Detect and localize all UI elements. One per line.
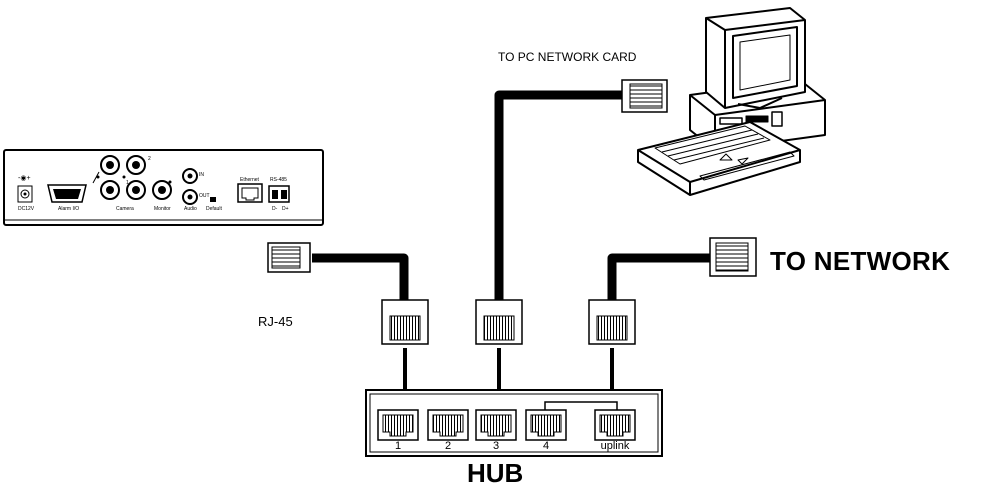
dc-jack-icon: -◉+: [17, 175, 33, 203]
to-network-label: TO NETWORK: [770, 246, 951, 276]
audio-out-label: OUT: [199, 193, 210, 199]
hub-box: [365, 389, 663, 457]
monitor-label: Monitor: [154, 206, 171, 212]
rj45-plug-pc-end: [621, 79, 668, 113]
camera-label: Camera: [116, 206, 134, 212]
rs485-d-plus-label: D+: [282, 206, 289, 212]
device-rear-panel: -◉+: [3, 149, 324, 226]
rj45-plug-hub-3: [475, 299, 523, 392]
network-cables: [312, 90, 710, 300]
ethernet-label: Ethernet: [240, 177, 259, 183]
camera-bnc-connectors-icon: [92, 155, 146, 200]
alarm-io-connector-icon: [47, 184, 87, 203]
hub-port-label-3: 3: [492, 440, 500, 452]
rs485-label: RS-485: [270, 177, 287, 183]
camera-number-2: 2: [148, 156, 151, 162]
cable-pc: [494, 90, 625, 300]
hub-port-label-uplink: uplink: [600, 440, 630, 452]
rj45-plug-hub-uplink: [588, 299, 636, 392]
hub-port-2: [427, 409, 469, 441]
rs485-terminal-icon: [268, 185, 290, 203]
cable-device: [312, 253, 409, 300]
rj45-plug-network-end: [709, 237, 757, 277]
hub-port-3: [475, 409, 517, 441]
hub-port-1: [377, 409, 419, 441]
rj45-label: RJ-45: [258, 314, 293, 329]
audio-label: Audio: [184, 206, 197, 212]
hub-port-label-4: 4: [542, 440, 550, 452]
hub-port-4: [525, 409, 567, 441]
audio-rca-connectors-icon: [182, 168, 198, 205]
cable-network: [607, 253, 710, 300]
dc-label: DC12V: [18, 206, 35, 212]
default-button-icon: [210, 197, 216, 202]
rs485-d-minus-label: D-: [272, 206, 278, 212]
hub-port-uplink: [594, 409, 636, 441]
camera-number-1: 1: [126, 180, 129, 186]
monitor-bnc-connector-icon: [152, 180, 172, 200]
svg-text:-◉+: -◉+: [18, 175, 31, 182]
rj45-plug-device-end: [267, 242, 311, 273]
alarm-io-label: Alarm I/O: [58, 206, 80, 212]
hub-label: HUB: [467, 458, 524, 488]
rj45-plug-hub-1: [381, 299, 429, 392]
hub-port-label-2: 2: [444, 440, 452, 452]
default-label: Default: [206, 206, 222, 212]
pc-network-card-label: TO PC NETWORK CARD: [498, 50, 637, 64]
hub-port-label-1: 1: [394, 440, 402, 452]
ethernet-port-icon: [237, 183, 263, 203]
pc-computer-icon: [637, 7, 826, 196]
audio-in-label: IN: [199, 172, 204, 178]
